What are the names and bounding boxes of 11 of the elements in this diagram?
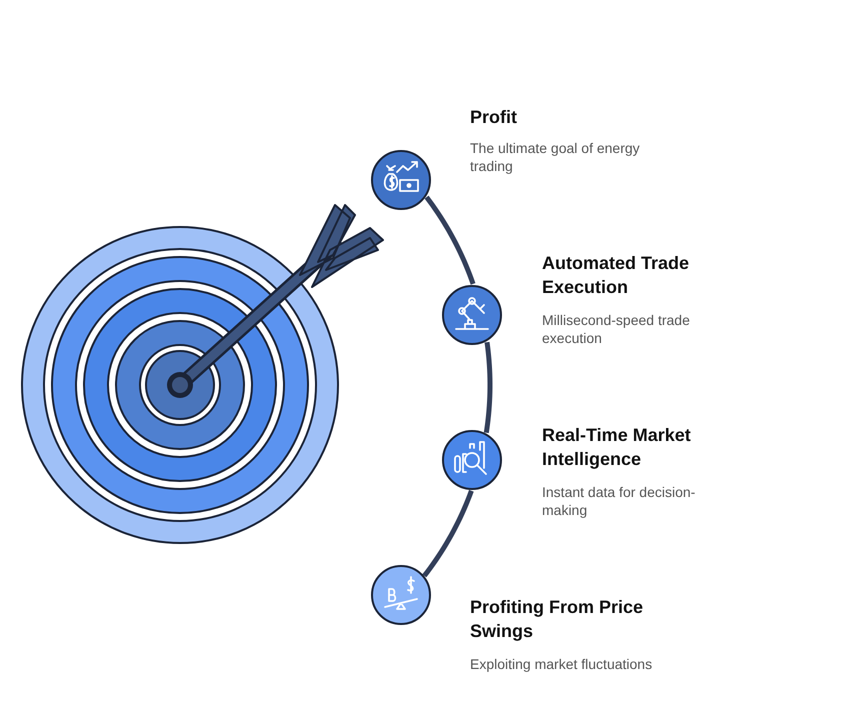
step-heading: Automated Trade Execution (542, 252, 690, 299)
connector-line (484, 342, 492, 434)
connector-line (422, 490, 474, 578)
step-description: Exploiting market fluctuations (470, 655, 654, 673)
step-heading: Real-Time Market Intelligence (542, 424, 692, 471)
step-description: Millisecond-speed trade execution (542, 311, 691, 347)
step-description: The ultimate goal of energy trading (470, 139, 641, 175)
connector-line (424, 196, 476, 285)
step-description: Instant data for decision-making (542, 483, 696, 519)
step-heading: Profiting From Price Swings (470, 596, 644, 643)
step-heading: Profit (470, 106, 518, 129)
